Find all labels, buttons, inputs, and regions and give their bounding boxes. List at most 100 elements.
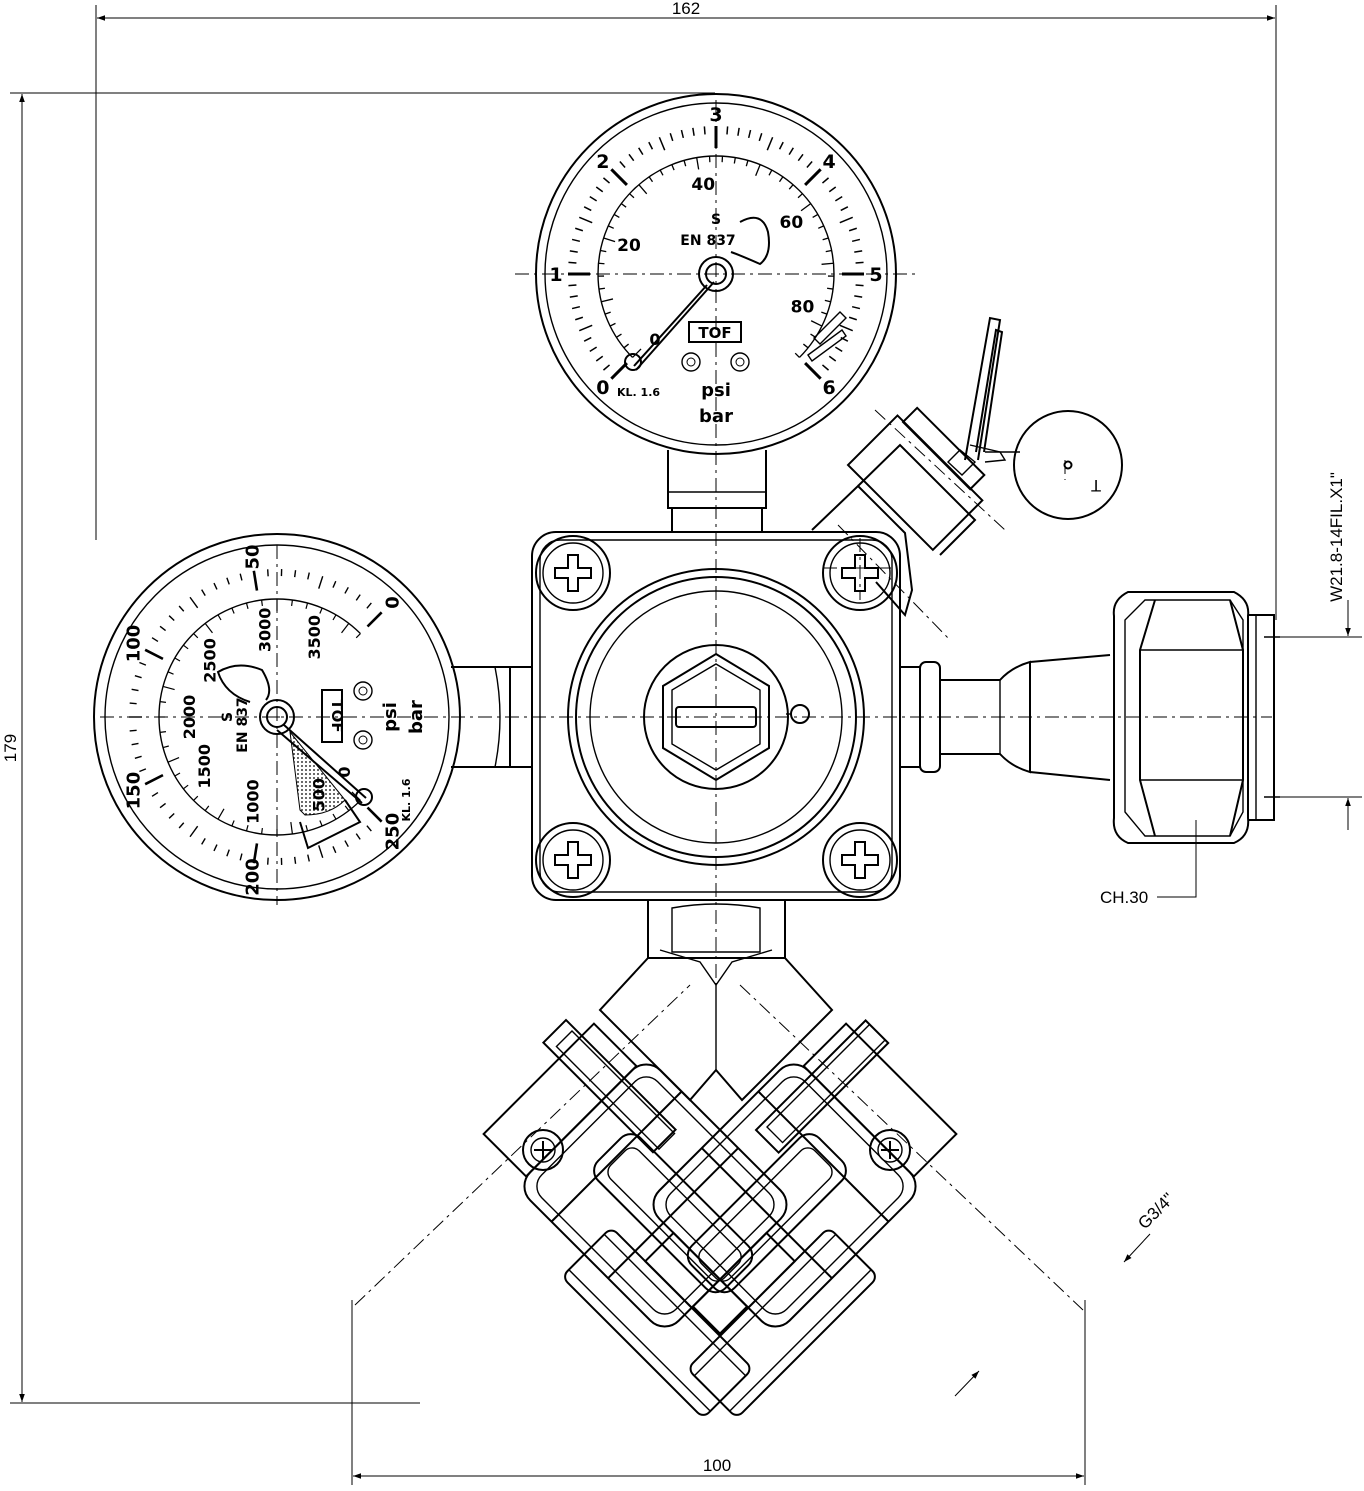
high-gauge-bar-tick	[355, 594, 361, 601]
high-gauge-bar-tick	[344, 840, 349, 848]
low-gauge-psi-label: 40	[691, 175, 715, 195]
low-gauge-psi-tick	[821, 311, 828, 315]
high-gauge-bar-tick	[144, 773, 164, 786]
high-gauge-labels: 0501001502002505001000150020002500300035…	[124, 544, 404, 895]
low-gauge-psi-tick	[825, 249, 832, 253]
low-gauge-bar-tick	[766, 136, 774, 151]
body-screw	[822, 535, 898, 611]
low-gauge-psi-tick	[817, 225, 825, 229]
dimension-thread-outlet: W21.8-14FIL.X1"	[1280, 472, 1362, 830]
low-gauge-bar-tick	[568, 261, 577, 264]
high-gauge-psi-tick	[174, 772, 181, 777]
dim-thread-outlet-label: W21.8-14FIL.X1"	[1327, 472, 1346, 602]
low-gauge-bar-tick	[568, 284, 577, 287]
low-gauge-bar-tick	[703, 126, 706, 135]
high-gauge-psi-tick	[290, 822, 293, 835]
low-gauge-class: KL. 1.6	[617, 386, 660, 399]
low-gauge-stem	[667, 450, 767, 533]
low-gauge-psi-tick	[598, 287, 605, 290]
low-gauge-bar-tick	[658, 136, 666, 151]
left-ball-valve	[482, 1022, 876, 1416]
tof-logo-left	[321, 689, 343, 743]
high-gauge-psi-tick	[193, 795, 199, 801]
high-gauge-psi-tick	[231, 607, 235, 614]
high-gauge-psi-tick	[204, 623, 213, 634]
low-gauge-bar-tick	[726, 126, 729, 135]
dim-hex-label: CH.30	[1100, 888, 1148, 907]
low-gauge-psi-tick	[609, 322, 616, 327]
low-gauge-bar-label: 3	[709, 104, 722, 126]
high-gauge-psi-tick	[217, 808, 225, 820]
high-gauge-psi-tick	[162, 745, 169, 749]
high-gauge-bar-tick	[307, 572, 310, 580]
low-gauge-bar-tick	[806, 160, 813, 169]
low-gauge-bar-tick	[804, 168, 822, 186]
low-gauge-bar-tick	[834, 346, 843, 352]
high-gauge-psi-tick	[332, 813, 337, 820]
dim-width-label: 162	[672, 0, 700, 18]
low-gauge-bar-tick	[854, 250, 863, 253]
low-gauge-bar-tick	[583, 206, 592, 212]
dimension-width-top: 162	[95, 0, 1277, 620]
body-screw	[535, 822, 611, 898]
dim-bottom-label: 100	[703, 1456, 731, 1475]
high-gauge-bar-tick	[151, 637, 159, 643]
high-gauge-psi-tick	[159, 701, 167, 703]
low-gauge-psi-tick	[613, 213, 620, 218]
high-gauge-psi-tick	[245, 825, 249, 832]
high-gauge-psi-tick	[319, 607, 323, 614]
low-gauge-psi-tick	[794, 352, 800, 358]
low-gauge-bar-tick	[855, 284, 864, 287]
high-gauge-psi-label: 1000	[244, 779, 263, 824]
high-gauge-bar-tick	[226, 849, 230, 857]
low-gauge-bar-label: 1	[549, 264, 562, 286]
low-gauge-psi-tick	[812, 213, 819, 218]
low-gauge-bar-tick	[839, 324, 854, 332]
high-gauge-bar-tick	[239, 853, 243, 861]
high-gauge-bar-tick	[366, 611, 383, 628]
high-gauge-bar-tick	[307, 854, 310, 862]
low-gauge-psi-label: 20	[617, 236, 641, 256]
low-gauge-bar-tick	[747, 129, 752, 139]
high-gauge-psi-tick	[167, 757, 180, 763]
low-gauge-bar-label: 5	[869, 264, 882, 286]
high-gauge-psi-zero: 0	[335, 766, 354, 777]
low-gauge-psi-tick	[683, 160, 687, 167]
regulator-body	[531, 531, 901, 901]
high-gauge-bar-label: 100	[124, 625, 145, 663]
high-gauge-psi-tick	[193, 633, 199, 639]
low-gauge-bar-tick	[610, 168, 628, 186]
high-gauge-bar-tick	[129, 702, 137, 705]
high-gauge-bar-tick	[151, 791, 159, 797]
high-gauge-bar-tick	[134, 675, 142, 679]
high-gauge-bar-tick	[129, 729, 137, 732]
high-gauge-bar-label: 200	[243, 858, 264, 896]
low-gauge-psi-tick	[797, 193, 803, 199]
high-gauge-psi-tick	[174, 657, 181, 662]
low-gauge-psi-tick	[788, 184, 794, 190]
high-gauge-bar-tick	[239, 573, 243, 581]
low-gauge-psi-zero: 0	[649, 330, 660, 349]
bottom-tee	[541, 900, 890, 1155]
low-gauge-psi-tick	[607, 225, 615, 229]
low-gauge-unit-bar: bar	[699, 406, 733, 427]
low-gauge-psi-tick	[629, 193, 635, 199]
low-gauge-psi-tick	[778, 176, 784, 183]
dim-thread-valve-label: G3/4"	[1134, 1189, 1178, 1233]
low-gauge-bar-tick	[788, 147, 794, 156]
body-screw	[822, 822, 898, 898]
low-gauge-psi-tick	[620, 203, 627, 208]
low-gauge-bar-tick	[571, 305, 581, 310]
low-gauge-bar-tick	[619, 160, 626, 169]
right-ball-valve	[564, 1022, 958, 1416]
high-gauge-bar-tick	[144, 648, 164, 661]
high-gauge-bar-tick	[366, 806, 383, 823]
low-gauge-bar-tick	[851, 305, 861, 310]
low-gauge-bar-tick	[758, 133, 763, 142]
center-lines	[100, 100, 1272, 1311]
low-gauge-bar-tick	[855, 261, 864, 264]
high-gauge-psi-tick	[162, 685, 175, 691]
high-gauge-psi-tick	[217, 614, 222, 621]
dimension-bottom: 100	[351, 1300, 1086, 1485]
low-gauge-bar-tick	[821, 364, 830, 371]
